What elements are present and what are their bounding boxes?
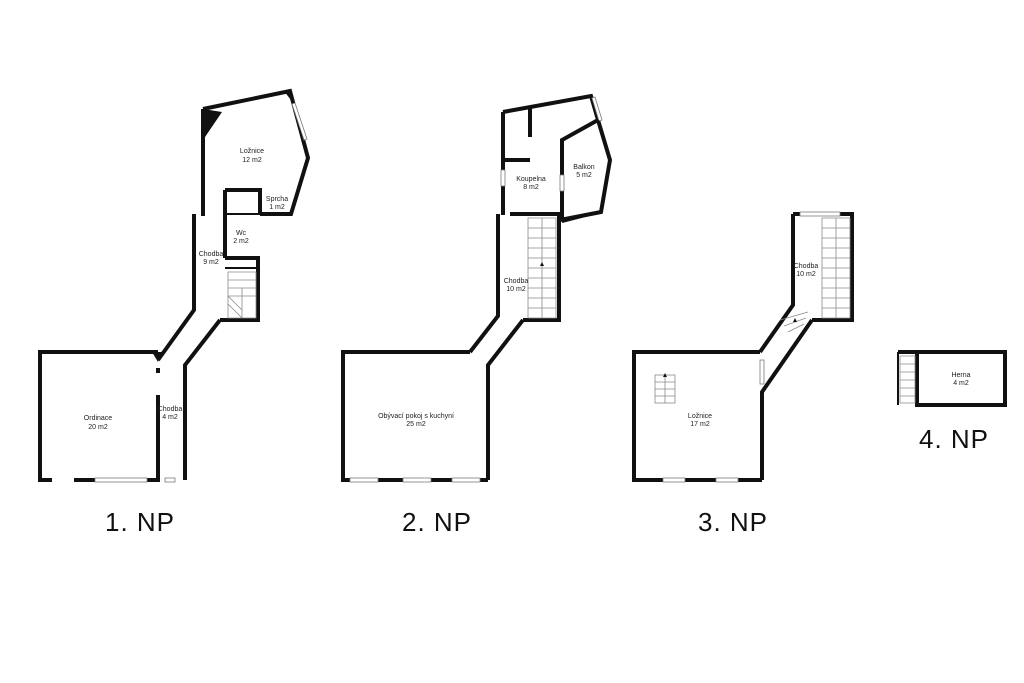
- room-area-ordinace: 20 m2: [88, 424, 108, 431]
- floor-plan-4np: [897, 350, 1007, 407]
- floor-label-1np: 1. NP: [105, 507, 175, 537]
- room-name-chodba-1np-lower: Chodba: [158, 406, 183, 413]
- skylight-window: [654, 373, 676, 404]
- staircase-4np: [899, 355, 916, 404]
- room-area-sprcha: 1 m2: [269, 204, 285, 211]
- staircase-2np: [527, 217, 557, 319]
- room-name-balkon: Balkon: [573, 164, 595, 171]
- room-name-koupelna: Koupelna: [516, 176, 546, 183]
- floor-label-2np: 2. NP: [402, 507, 472, 537]
- room-name-chodba-1np-upper: Chodba: [199, 251, 224, 258]
- staircase-3np: [779, 217, 851, 333]
- room-area-wc: 2 m2: [233, 238, 249, 245]
- room-area-chodba-3np: 10 m2: [796, 271, 816, 278]
- room-name-herna: Herna: [951, 372, 970, 379]
- room-name-ordinace: Ordinace: [84, 415, 113, 422]
- room-area-koupelna: 8 m2: [523, 184, 539, 191]
- room-area-chodba-1np-upper: 9 m2: [203, 259, 219, 266]
- room-area-loznice-3np: 17 m2: [690, 421, 710, 428]
- room-name-sprcha: Sprcha: [266, 196, 288, 203]
- room-area-obyvaci-pokoj: 25 m2: [406, 421, 426, 428]
- floor-label-3np: 3. NP: [698, 507, 768, 537]
- room-name-obyvaci-pokoj: Obývací pokoj s kuchyní: [378, 413, 454, 420]
- floor-plan-2np: [341, 93, 613, 483]
- staircase-1np: [227, 256, 257, 319]
- floor-plan-1np: [38, 88, 311, 483]
- room-name-loznice-3np: Ložnice: [688, 413, 712, 420]
- room-name-loznice-1np: Ložnice: [240, 148, 264, 155]
- room-area-chodba-1np-lower: 4 m2: [162, 414, 178, 421]
- room-name-chodba-2np: Chodba: [504, 278, 529, 285]
- room-name-wc: Wc: [236, 230, 247, 237]
- room-area-chodba-2np: 10 m2: [506, 286, 526, 293]
- room-area-balkon: 5 m2: [576, 172, 592, 179]
- floor-plan-3np: [632, 211, 854, 483]
- room-area-herna: 4 m2: [953, 380, 969, 387]
- floor-label-4np: 4. NP: [919, 424, 989, 454]
- room-area-loznice-1np: 12 m2: [242, 157, 262, 164]
- room-name-chodba-3np: Chodba: [794, 263, 819, 270]
